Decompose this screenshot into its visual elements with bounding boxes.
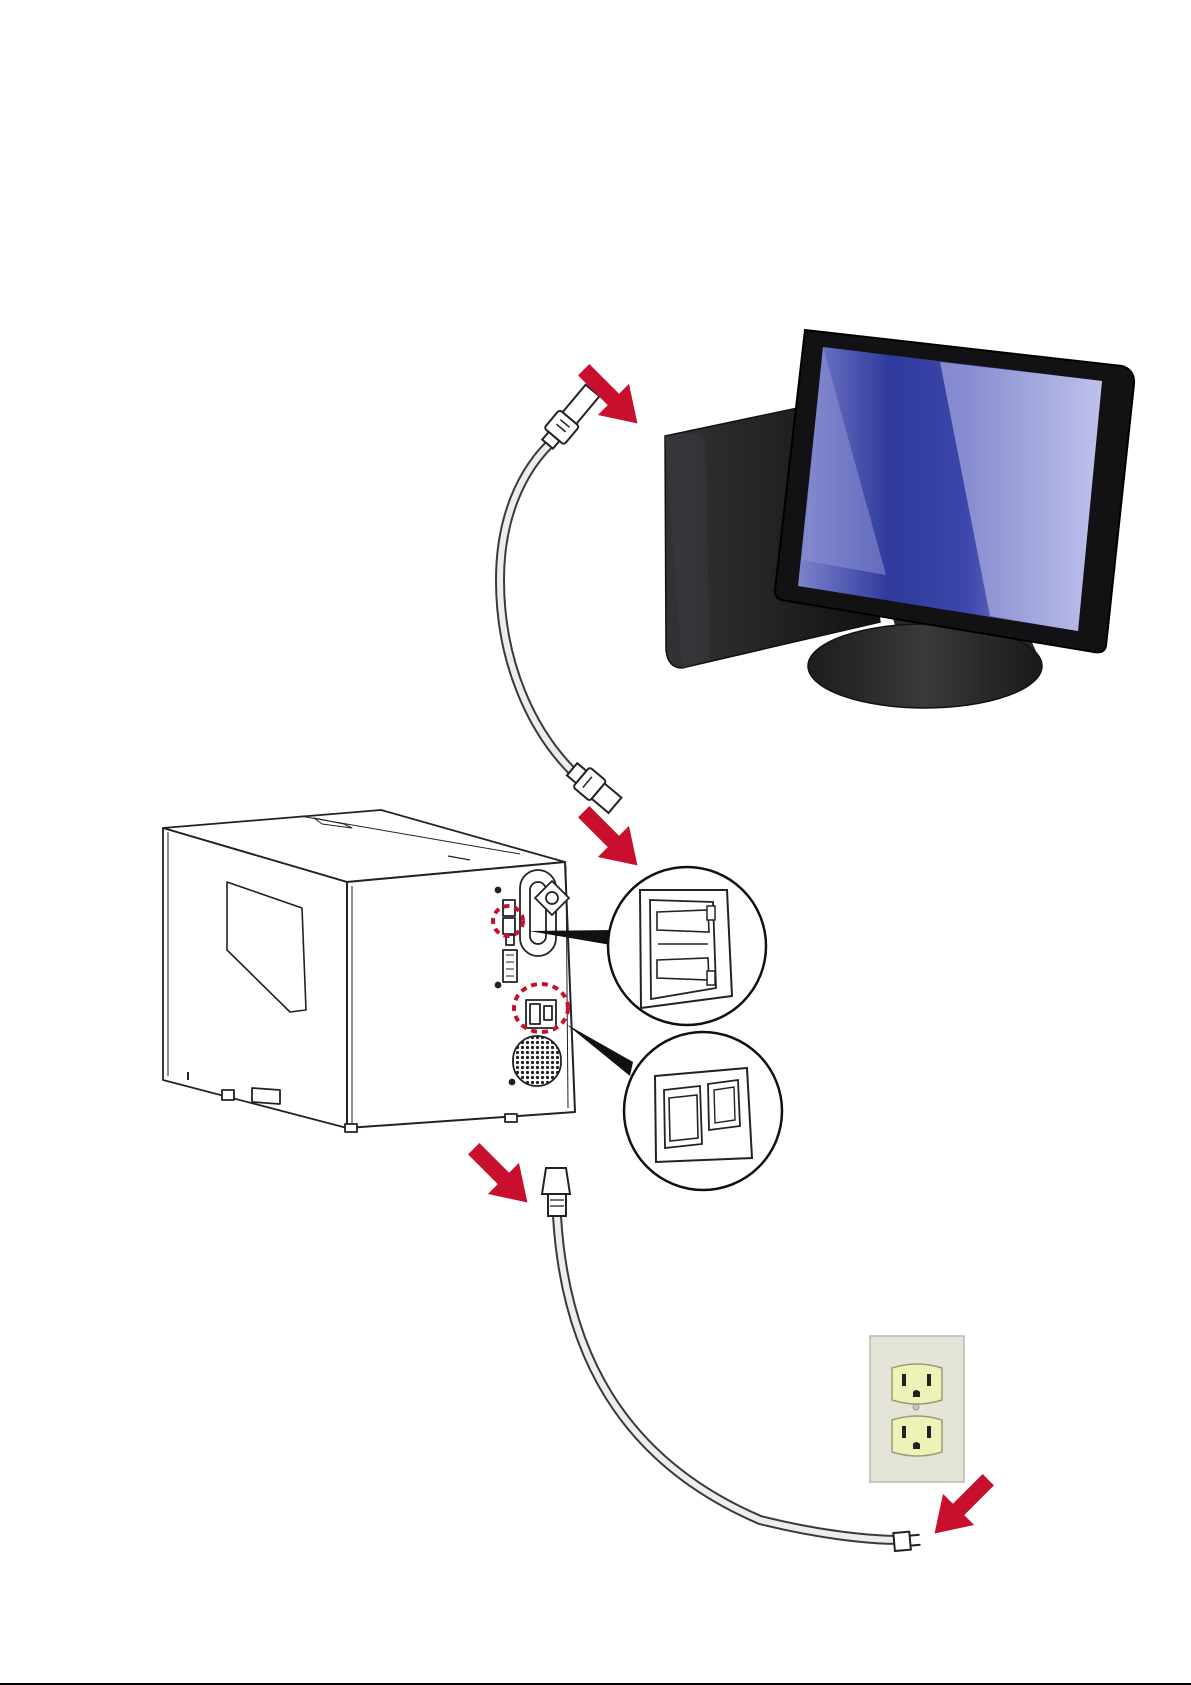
computer — [665, 330, 1134, 708]
usb-cable-icon — [500, 382, 623, 815]
power-cord-connector — [542, 1168, 570, 1216]
power-socket-switch-icon — [624, 1032, 782, 1190]
power-callout-pointer — [566, 1024, 633, 1076]
outlet-receptacle-bottom — [892, 1416, 942, 1456]
usb-connector-bottom — [564, 759, 624, 815]
usb-connector-top — [538, 382, 603, 452]
wall-outlet-icon — [870, 1336, 964, 1482]
arrow-to-printer-power — [458, 1133, 543, 1218]
label-printer-icon — [163, 810, 575, 1132]
power-plug — [893, 1531, 920, 1551]
usb-port-icon — [608, 867, 766, 1025]
computer-monitor-icon — [775, 330, 1134, 708]
outlet-receptacle-top — [892, 1364, 942, 1404]
power-cord-icon — [542, 1168, 921, 1551]
